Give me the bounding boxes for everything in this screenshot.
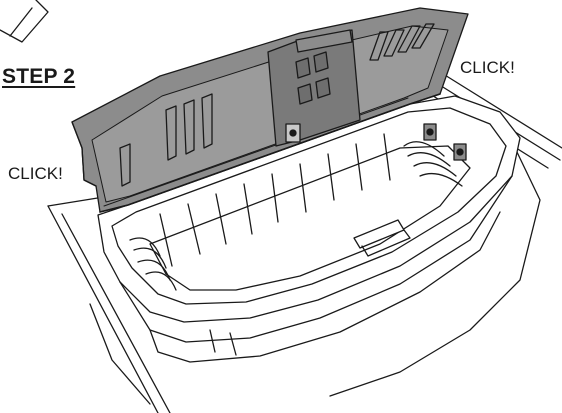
drawer-body <box>97 95 521 363</box>
drawer-lid <box>71 7 469 213</box>
click-callout-right: CLICK! <box>460 58 515 77</box>
corner-fragment <box>0 0 49 43</box>
click-callout-left: CLICK! <box>8 164 63 183</box>
step-label: STEP 2 <box>2 65 76 88</box>
